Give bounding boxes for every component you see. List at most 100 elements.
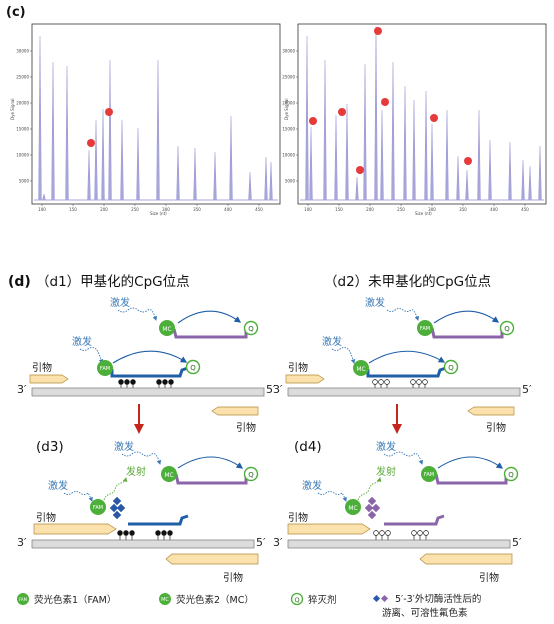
x-tick-label: 250 [131,207,139,212]
three-prime-label: 3′ [273,383,283,396]
probe-cleaved [384,514,445,526]
five-prime-label: 5′ [522,383,532,396]
quencher-icon [499,320,515,336]
probe-quenched [430,327,504,339]
cpg-site [118,379,124,385]
mc-legend-icon-text: MC [161,597,169,603]
template-strand [31,387,265,397]
cpg-site [124,379,130,385]
left-chart-frame [31,23,281,205]
forward-primer [29,374,69,384]
template-strand [287,539,511,549]
fam-legend-icon-text: FAM [19,597,28,602]
d4-label: (d4) [294,439,322,455]
x-tick-label: 200 [100,207,108,212]
excite-arrow [63,491,93,502]
excite-label: 激发 [365,296,385,309]
peak [42,193,46,201]
x-tick-label: 400 [224,207,232,212]
y-tick-label: 30000 [282,49,295,54]
fret-arrow [177,310,242,324]
peak [309,126,313,201]
peak [412,99,416,201]
d3-diagram: (d3) 激发 MC Q 发射 激发 FAM 引物 3′ 5′ 引物 [17,439,266,584]
five-prime-label: 5′ [266,383,276,396]
emit-arrow [103,477,128,501]
excite-label: 激发 [72,335,92,348]
peak [424,90,428,201]
probe-quenched [174,473,248,485]
three-prime-label: 3′ [273,536,283,549]
cpg-site [417,530,423,536]
right-chart-peaks [300,25,544,201]
peak [87,149,91,201]
primer-label: 引物 [32,361,52,374]
cpg-site [129,530,135,536]
blue-diamond-legend-icon [372,594,381,603]
diamond-icon [112,496,122,506]
cpg-site [162,379,168,385]
extended-primer [33,523,117,535]
fret-arrow [433,310,500,324]
peak [403,85,407,201]
peak [508,141,512,201]
y-tick-label: 25000 [282,75,295,80]
emit-arrow [357,477,382,501]
excite-label: 激发 [114,440,134,453]
primer-label: 引物 [36,511,56,524]
excite-arrow [117,307,158,321]
peak [456,155,460,201]
peak [94,119,98,201]
quencher-icon [443,359,459,375]
template-strand [287,387,521,397]
peak [430,123,434,201]
x-tick-label: 100 [304,207,312,212]
quencher-icon [243,466,259,482]
free-fluorophore-purple [364,496,381,520]
legend: FAM 荧光色素1（FAM） MC 荧光色素2（MC） Q 猝灭剂 5′-3′外… [17,592,481,619]
probe-bound [366,366,447,378]
probe-bound [110,366,189,378]
quencher-legend-icon-text: Q [294,596,299,604]
cpg-site [410,379,416,385]
right-chart-frame [297,23,547,205]
quencher-text: Q [448,364,454,372]
excite-arrow [386,308,419,321]
three-prime-label: 3′ [17,536,27,549]
peak [477,109,481,201]
reverse-primer [211,406,259,416]
red-dot [338,108,346,116]
peak [176,145,180,201]
panel-c-label: (c) [6,5,26,20]
excite-label: 激发 [302,479,322,492]
cpg-site [384,379,390,385]
reverse-primer [165,553,259,565]
peak [248,171,252,201]
peak [391,61,395,201]
peak [269,161,273,201]
cpg-site [167,530,173,536]
right-chart-ylabel: Dye Signal [284,99,289,120]
d1-diagram: 激发 MC Q 激发 FAM Q 引物 3′ 5′ 引物 [17,296,276,434]
unmethylated-cpg-sites [372,379,428,388]
peak [345,103,349,201]
peak [305,35,309,201]
reverse-primer [467,406,515,416]
purple-diamond-legend-icon [380,594,389,603]
mc-dye-text: MC [164,472,173,479]
diamond-icon [116,503,126,513]
diamond-icon [364,503,374,513]
cpg-site [422,379,428,385]
y-tick-label: 30000 [16,49,29,54]
excite-arrow [317,491,347,502]
x-tick-label: 200 [366,207,374,212]
free-dye-legend-line2: 游离、可溶性氟色素 [382,607,468,619]
y-tick-label: 20000 [282,101,295,106]
excite-arrow [331,347,356,364]
x-tick-label: 400 [490,207,498,212]
cpg-site [156,379,162,385]
